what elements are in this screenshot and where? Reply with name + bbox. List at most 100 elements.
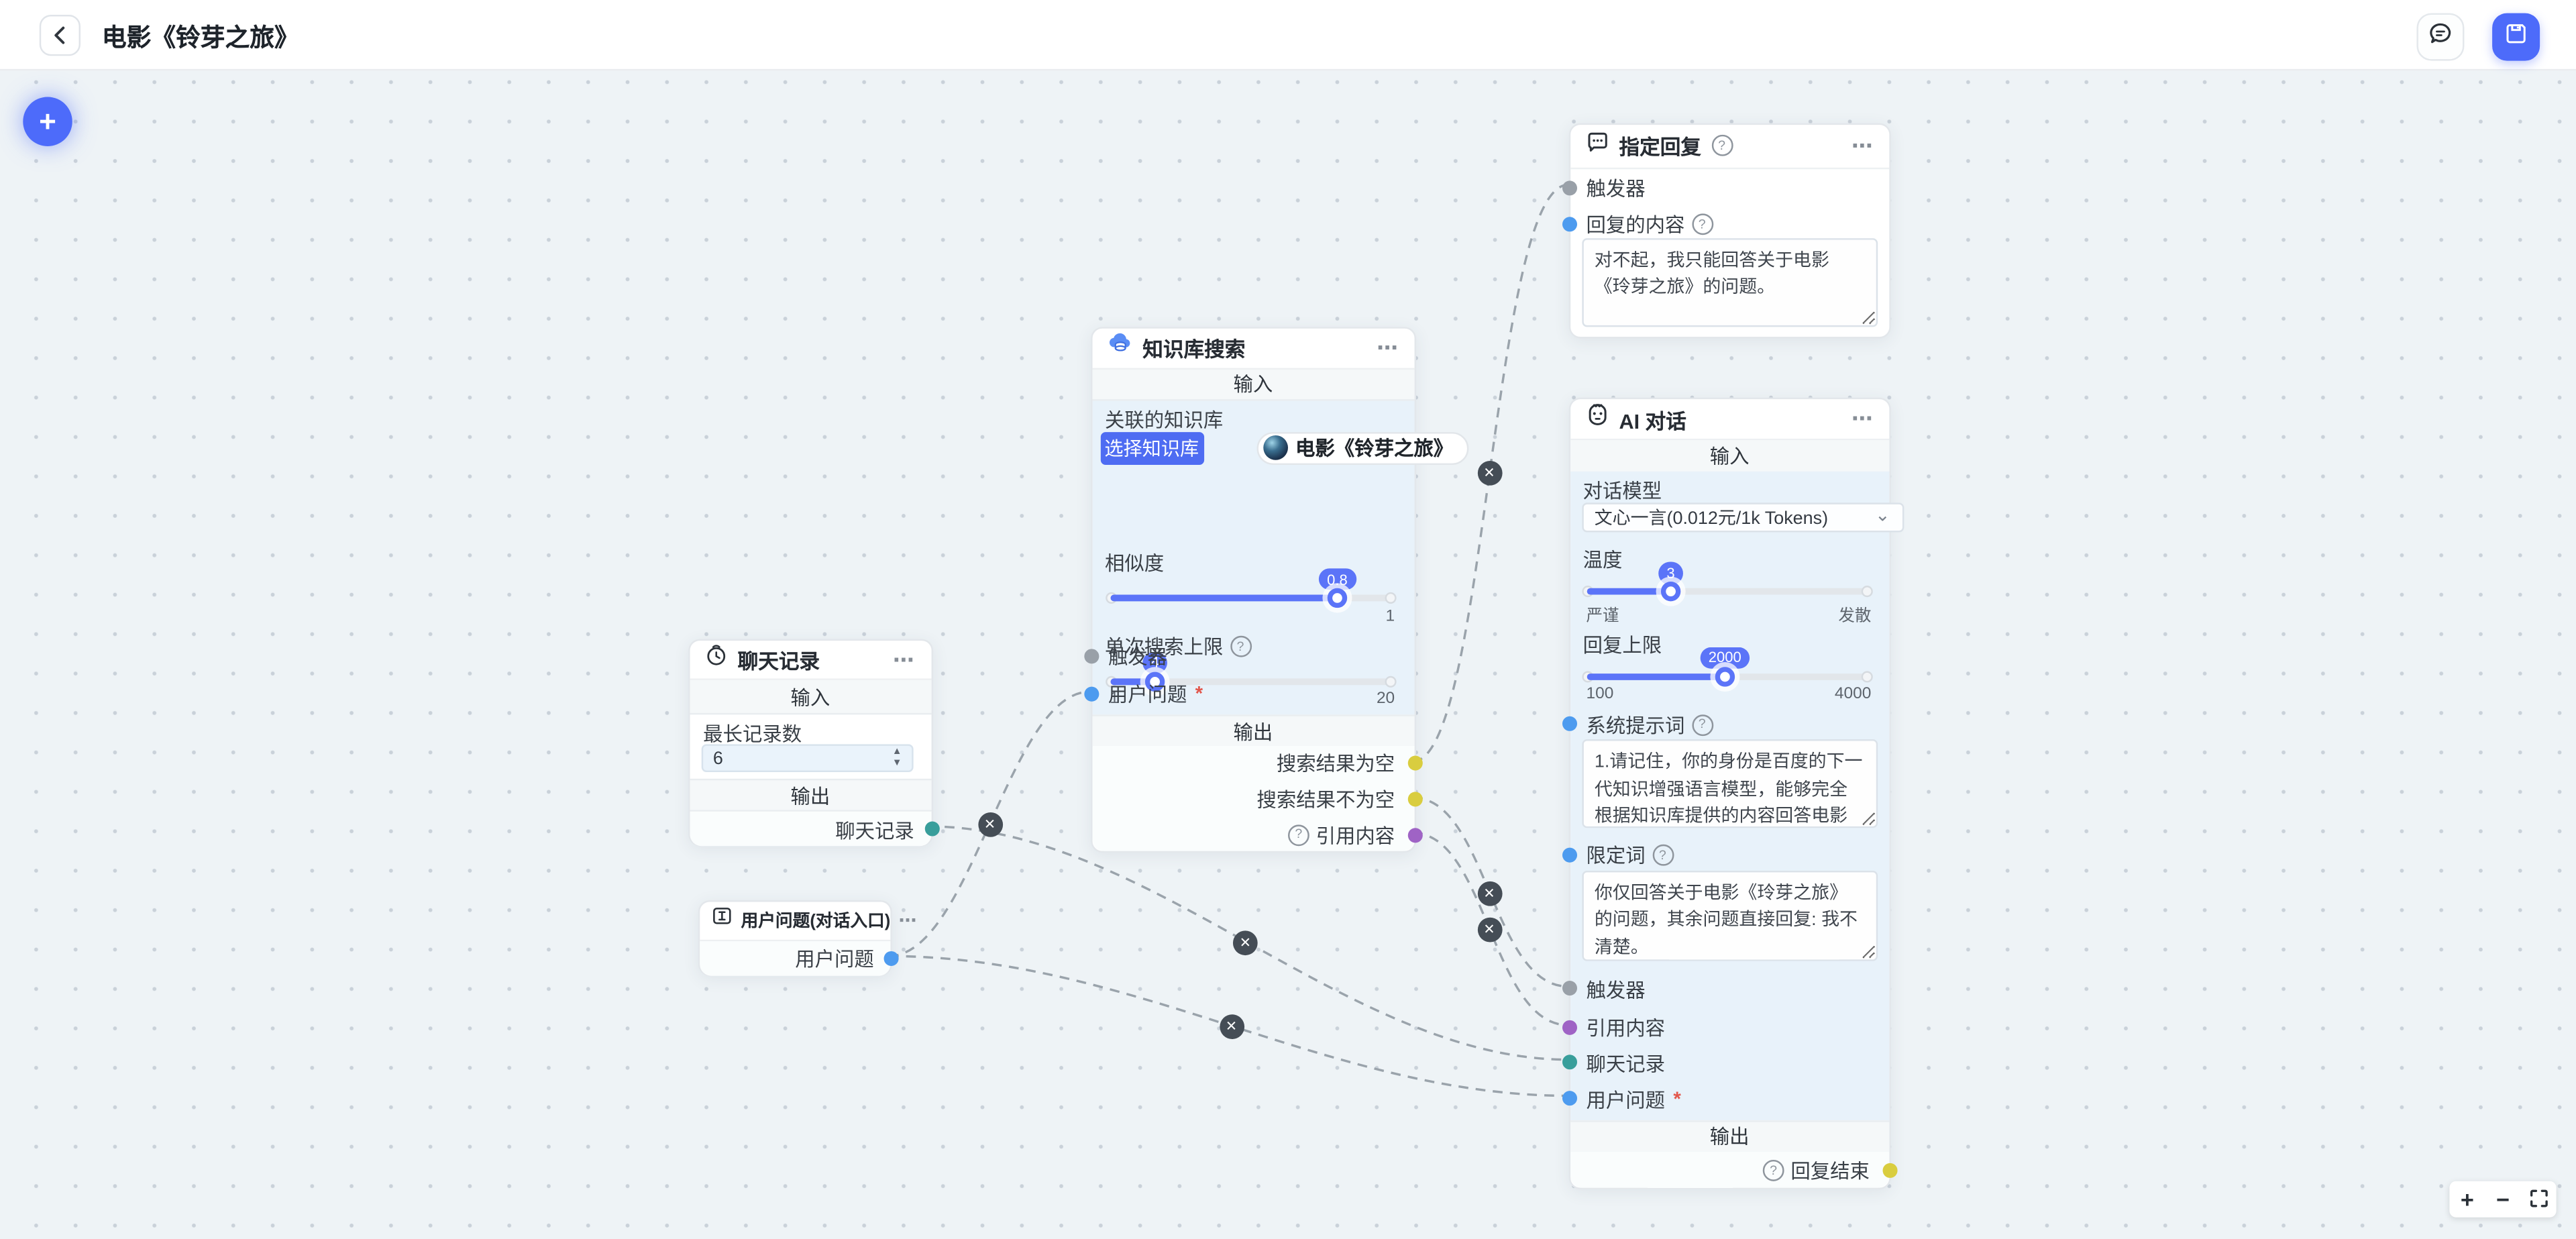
output-row-empty: 搜索结果为空 [1277, 750, 1395, 776]
node-fixed-reply[interactable]: 指定回复 ? ⋯ 触发器 回复的内容 ? 对不起，我只能回答关于电影《玲芽之旅》… [1561, 123, 1891, 338]
node-header[interactable]: 用户问题(对话入口) ⋯ [700, 901, 917, 941]
help-icon[interactable]: ? [1691, 714, 1713, 735]
reply-limit-min-label: 100 [1586, 685, 1614, 704]
port-history-in[interactable] [1561, 1054, 1576, 1069]
node-ai-chat[interactable]: AI 对话 ⋯ 输入 对话模型 文心一言(0.012元/1k Tokens) ⌄… [1561, 397, 1904, 1189]
node-title: AI 对话 [1619, 410, 1686, 433]
disconnect-button[interactable]: ✕ [1477, 880, 1502, 906]
save-button[interactable] [2492, 13, 2540, 61]
trigger-label: 触发器 [1586, 176, 1646, 200]
port-result-empty-out[interactable] [1407, 755, 1423, 771]
help-icon[interactable]: ? [1691, 213, 1713, 235]
port-result-not-empty-out[interactable] [1407, 792, 1423, 807]
page-title: 电影《铃芽之旅》 [101, 24, 299, 53]
port-quote-in[interactable] [1561, 1019, 1576, 1034]
fit-view-button[interactable] [2524, 1183, 2553, 1216]
node-header[interactable]: AI 对话 ⋯ [1570, 399, 1890, 441]
port-user-question-out[interactable] [883, 950, 899, 965]
add-node-button[interactable]: + [23, 97, 72, 146]
output-row-reply-end: ? 回复结束 [1762, 1157, 1870, 1183]
input-row-trigger: 触发器 [1586, 976, 1645, 1002]
input-row-content: 回复的内容 ? [1586, 211, 1713, 237]
similarity-slider-thumb[interactable] [1327, 588, 1348, 608]
disconnect-button[interactable]: ✕ [1232, 930, 1258, 956]
zoom-in-button[interactable]: + [2460, 1186, 2474, 1213]
port-content-in[interactable] [1561, 217, 1576, 232]
node-header[interactable]: 指定回复 ? ⋯ [1570, 125, 1890, 169]
port-trigger-in[interactable] [1561, 981, 1576, 996]
disconnect-button[interactable]: ✕ [1477, 916, 1502, 942]
input-row-question: 用户问题* [1108, 680, 1203, 706]
disconnect-button[interactable]: ✕ [1219, 1014, 1244, 1038]
help-icon[interactable]: ? [1287, 824, 1309, 846]
more-menu-icon[interactable]: ⋯ [898, 910, 918, 931]
port-qualifier-in[interactable] [1561, 847, 1576, 863]
reply-limit-slider[interactable]: 2000 [1587, 647, 1868, 686]
port-system-prompt-in[interactable] [1561, 716, 1576, 732]
input-row-history: 聊天记录 [1586, 1050, 1665, 1076]
output-label: 搜索结果不为空 [1256, 788, 1395, 812]
temperature-value-badge: 3 [1658, 562, 1683, 584]
similarity-slider[interactable]: 0.8 [1110, 568, 1392, 608]
port-question-in[interactable] [1083, 686, 1099, 701]
temperature-slider-thumb[interactable] [1660, 582, 1681, 602]
disconnect-button[interactable]: ✕ [977, 812, 1002, 837]
model-select[interactable]: 文心一言(0.012元/1k Tokens) ⌄ [1581, 502, 1904, 532]
input-row-trigger: 触发器 [1108, 643, 1167, 669]
search-limit-slider-thumb[interactable] [1144, 671, 1165, 691]
help-icon[interactable]: ? [1652, 844, 1674, 866]
reply-content-textarea[interactable]: 对不起，我只能回答关于电影《玲芽之旅》的问题。 [1581, 237, 1877, 327]
port-chat-history-out[interactable] [924, 820, 939, 836]
help-icon[interactable]: ? [1711, 135, 1733, 157]
model-value: 文心一言(0.012元/1k Tokens) [1594, 508, 1829, 529]
top-bar: 电影《铃芽之旅》 [0, 0, 2576, 71]
port-trigger-in[interactable] [1561, 180, 1576, 195]
node-header[interactable]: 聊天记录 ⋯ [690, 641, 931, 680]
port-reply-end-out[interactable] [1882, 1163, 1898, 1178]
trigger-label: 触发器 [1586, 978, 1646, 1002]
max-records-value: 6 [712, 748, 723, 768]
canvas-zoom-toolbar: + − [2449, 1181, 2557, 1218]
reply-limit-slider-thumb[interactable] [1715, 666, 1735, 686]
model-label: 对话模型 [1582, 480, 1662, 503]
kb-label: 关联的知识库 [1104, 408, 1224, 431]
more-menu-icon[interactable]: ⋯ [1851, 405, 1875, 431]
qualifier-textarea[interactable]: 你仅回答关于电影《玲芽之旅》的问题，其余问题直接回复: 我不清楚。 [1581, 869, 1877, 961]
input-row-system-prompt: 系统提示词 ? [1586, 711, 1713, 737]
temperature-slider[interactable]: 3 [1587, 562, 1868, 602]
more-menu-icon[interactable]: ⋯ [1851, 132, 1875, 158]
reply-limit-value-badge: 2000 [1700, 647, 1750, 669]
node-kb-search[interactable]: 知识库搜索 ⋯ 输入 关联的知识库 选择知识库 电影《铃芽之旅》 相似度 0.8… [1083, 326, 1468, 853]
help-icon[interactable]: ? [1762, 1159, 1784, 1181]
select-kb-button[interactable]: 选择知识库 [1099, 431, 1203, 464]
more-menu-icon[interactable]: ⋯ [1377, 334, 1400, 360]
kb-chip[interactable]: 电影《铃芽之旅》 [1256, 431, 1468, 466]
system-prompt-textarea[interactable]: 1.请记住，你的身份是百度的下一代知识增强语言模型，能够完全根据知识库提供的内容… [1581, 739, 1877, 828]
trigger-label: 触发器 [1108, 645, 1168, 668]
question-label: 用户问题 [1108, 682, 1187, 706]
port-quote-out[interactable] [1407, 827, 1423, 843]
temperature-min-label: 严谨 [1586, 606, 1619, 625]
more-menu-icon[interactable]: ⋯ [893, 646, 916, 671]
back-button[interactable] [39, 15, 81, 56]
chat-preview-button[interactable] [2416, 13, 2465, 61]
zoom-out-button[interactable]: − [2496, 1186, 2510, 1213]
input-section-header: 输入 [1091, 368, 1415, 400]
search-limit-max-label: 20 [1376, 690, 1395, 708]
quote-label: 引用内容 [1586, 1016, 1666, 1040]
disconnect-button[interactable]: ✕ [1477, 460, 1502, 486]
max-records-input[interactable]: 6 ▲ ▼ [701, 744, 914, 773]
stepper-up-icon[interactable]: ▲ [892, 747, 902, 757]
node-user-question[interactable]: 用户问题(对话入口) ⋯ 用户问题 [698, 899, 917, 976]
node-chat-history[interactable]: 聊天记录 ⋯ 输入 最长记录数 6 ▲ ▼ 输出 聊天记录 [688, 639, 939, 847]
output-label: 回复结束 [1790, 1159, 1870, 1183]
node-header[interactable]: 知识库搜索 ⋯ [1091, 328, 1415, 369]
search-limit-slider[interactable]: 4 [1110, 651, 1392, 691]
stepper-down-icon[interactable]: ▼ [892, 759, 902, 769]
node-outputs: 用户问题 [700, 940, 891, 976]
temperature-max-label: 发散 [1838, 606, 1872, 625]
help-icon[interactable]: ? [1230, 635, 1251, 657]
node-inputs: 关联的知识库 选择知识库 电影《铃芽之旅》 相似度 0.8 1 单次搜索上限 ?… [1091, 400, 1468, 715]
port-trigger-in[interactable] [1083, 648, 1099, 663]
port-question-in[interactable] [1561, 1089, 1576, 1105]
